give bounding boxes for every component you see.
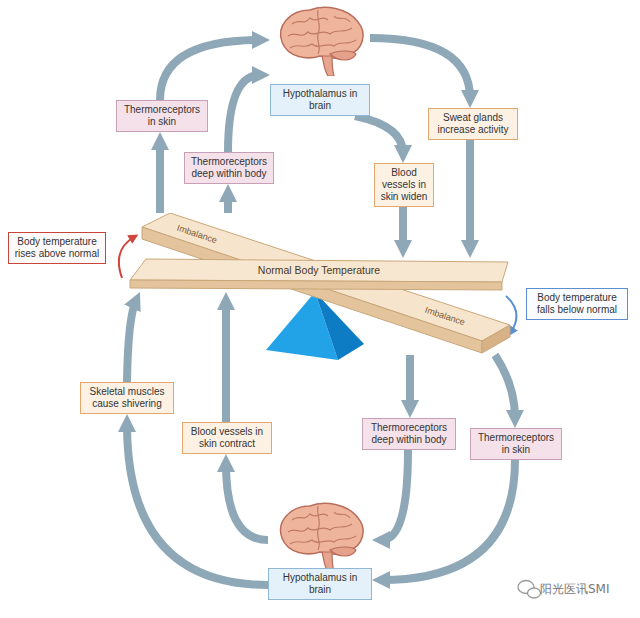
node-text: Blood vessels in skin widen	[381, 167, 428, 202]
receptor-box: Thermoreceptors deep within body	[184, 152, 274, 184]
flow-arrow	[226, 464, 268, 540]
effector-box: Blood vessels in skin contract	[182, 422, 272, 454]
flow-arrow	[466, 140, 474, 248]
effector-box: Blood vessels in skin widen	[374, 163, 434, 207]
sulcus	[318, 10, 320, 54]
brain-illustration	[272, 500, 368, 572]
hypothalamus-node: Hypothalamus in brain	[270, 4, 370, 116]
node-text: Hypothalamus in brain	[268, 568, 372, 600]
effector-box: Skeletal muscles cause shivering	[80, 382, 174, 414]
watermark: 阳光医讯SMI	[540, 581, 610, 598]
stimulus-box: Body temperature falls below normal	[526, 288, 628, 320]
flow-arrow	[222, 302, 230, 422]
flow-arrow	[382, 460, 515, 580]
receptor-box: Thermoreceptors deep within body	[362, 418, 456, 450]
gyrus	[290, 40, 356, 48]
normal-plank: Normal Body Temperature	[128, 258, 510, 292]
brain-illustration	[272, 4, 368, 76]
gyrus	[334, 512, 350, 518]
flow-arrow	[224, 194, 232, 213]
node-text: Body temperature rises above normal	[15, 236, 99, 259]
hypothalamus-node: Hypothalamus in brain	[268, 500, 372, 600]
brainstem	[322, 56, 334, 76]
flow-arrow	[127, 301, 136, 382]
gyrus	[292, 514, 328, 520]
node-text: Thermoreceptors deep within body	[371, 422, 447, 445]
node-text: Normal Body Temperature	[258, 264, 380, 276]
cerebellum	[330, 51, 356, 60]
flow-arrow	[228, 75, 260, 152]
node-text: Thermoreceptors in skin	[124, 104, 200, 127]
flow-arrow	[160, 40, 260, 100]
flow-arrow	[370, 38, 470, 98]
node-text: Thermoreceptors deep within body	[191, 156, 267, 179]
cerebrum	[281, 7, 363, 58]
flow-arrow	[382, 450, 408, 540]
cerebrum	[281, 503, 363, 554]
flow-arrow	[156, 142, 164, 213]
node-text: Hypothalamus in brain	[270, 84, 370, 116]
plank-edge	[130, 280, 502, 290]
receptor-box: Thermoreceptors in skin	[116, 100, 208, 132]
plank-top	[130, 259, 508, 282]
receptor-box: Thermoreceptors in skin	[470, 428, 562, 460]
stimulus-box: Body temperature rises above normal	[8, 232, 106, 264]
sulcus	[318, 506, 320, 550]
flow-arrow	[495, 355, 515, 418]
node-text: Thermoreceptors in skin	[478, 432, 554, 455]
gyrus	[334, 16, 350, 22]
plank-end	[482, 325, 510, 353]
gyrus	[288, 28, 352, 36]
gyrus	[290, 536, 356, 544]
gyri	[288, 506, 356, 550]
cerebellum	[330, 547, 356, 556]
node-text: Body temperature falls below normal	[537, 292, 617, 315]
bubble	[528, 588, 541, 598]
flow-arrow	[355, 116, 403, 153]
wechat-icon	[518, 581, 541, 599]
node-text: Skeletal muscles cause shivering	[89, 386, 164, 409]
gyri	[288, 10, 356, 54]
node-text: Blood vessels in skin contract	[191, 426, 263, 449]
flow-arrow	[399, 207, 407, 248]
gyrus	[288, 524, 352, 532]
effector-box: Sweat glands increase activity	[428, 108, 518, 140]
flow-arrow	[406, 355, 414, 408]
node-text: Sweat glands increase activity	[437, 112, 508, 135]
gyrus	[292, 18, 328, 24]
rise-arrow	[119, 237, 134, 278]
